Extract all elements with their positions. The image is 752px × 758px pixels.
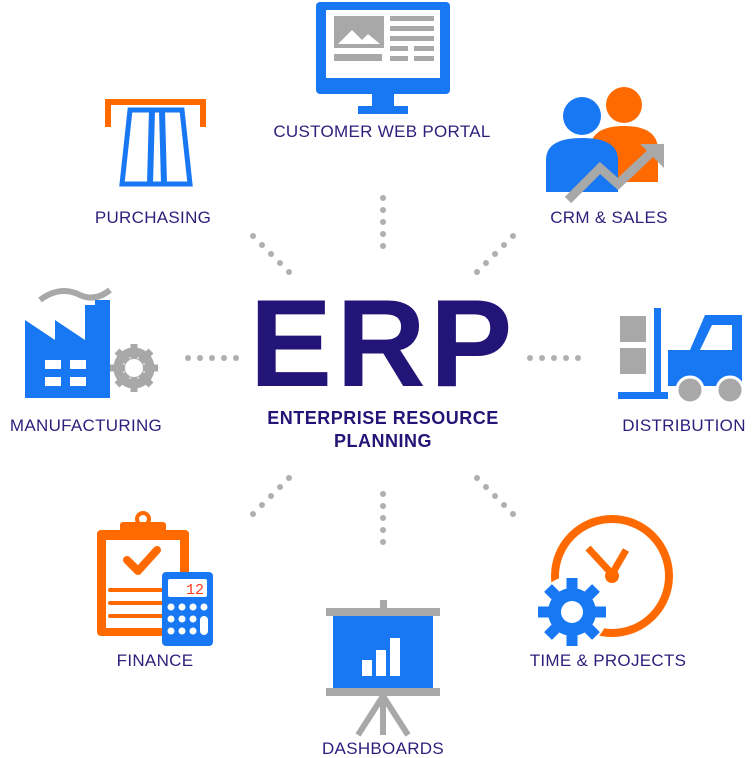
dots-bottom-left bbox=[250, 475, 292, 517]
dots-right bbox=[527, 355, 581, 361]
dots-top-left bbox=[250, 233, 292, 275]
dots-top bbox=[380, 195, 386, 249]
monitor-icon bbox=[316, 2, 450, 114]
label-distribution: DISTRIBUTION bbox=[622, 416, 746, 435]
label-manufacturing: MANUFACTURING bbox=[9, 416, 163, 435]
erp-subtitle-line2: PLANNING bbox=[334, 431, 432, 451]
label-crm-sales: CRM & SALES bbox=[550, 208, 668, 227]
label-purchasing: PURCHASING bbox=[94, 208, 212, 227]
dots-bottom-right bbox=[474, 475, 516, 517]
erp-subtitle-line1: ENTERPRISE RESOURCE bbox=[267, 408, 499, 428]
label-dashboards: DASHBOARDS bbox=[321, 739, 445, 758]
factory-icon bbox=[25, 287, 158, 398]
presentation-board-icon bbox=[326, 600, 440, 737]
calculator-display: 12 bbox=[186, 582, 204, 599]
label-customer-web-portal: CUSTOMER WEB PORTAL bbox=[273, 122, 491, 141]
forklift-icon bbox=[618, 308, 745, 405]
label-finance: FINANCE bbox=[116, 651, 194, 670]
connector-dots bbox=[185, 195, 581, 545]
label-time-projects: TIME & PROJECTS bbox=[529, 651, 687, 670]
card-slot-icon bbox=[105, 99, 206, 187]
dots-left bbox=[185, 355, 239, 361]
dots-bottom bbox=[380, 491, 386, 545]
clock-gear-icon bbox=[536, 515, 673, 648]
people-growth-icon bbox=[546, 87, 664, 204]
clipboard-calculator-icon: 12 bbox=[97, 511, 213, 646]
dots-top-right bbox=[474, 233, 516, 275]
erp-title: ERP bbox=[249, 275, 517, 413]
